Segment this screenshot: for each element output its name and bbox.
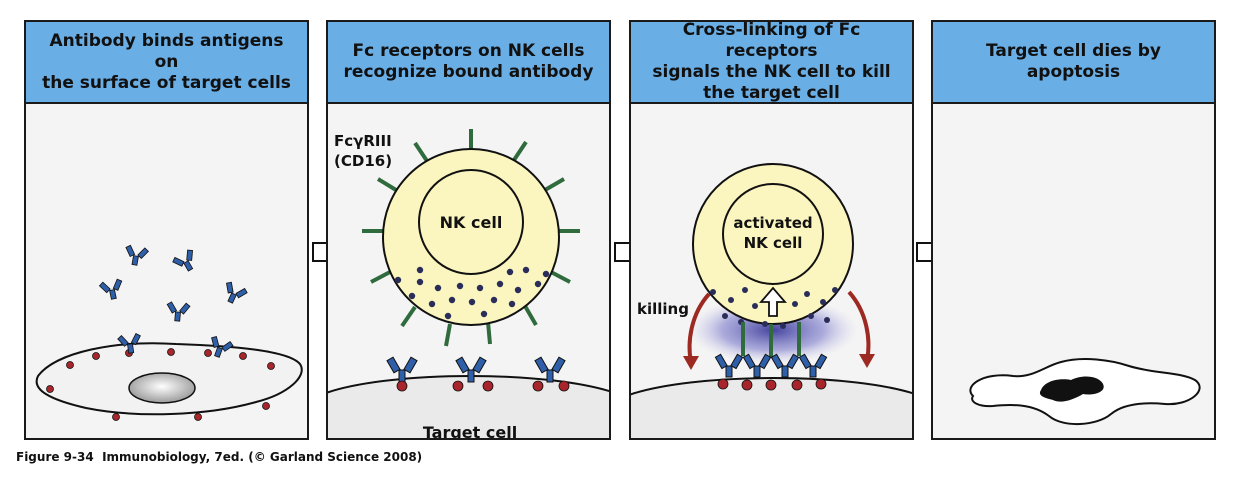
panel-3-title: Cross-linking of Fc receptors signals th…	[652, 20, 891, 103]
antigens	[717, 378, 827, 391]
panel-apoptosis: Target cell dies by apoptosis	[931, 20, 1216, 440]
panel-4-illustration	[969, 358, 1201, 426]
figure-caption: Figure 9-34 Immunobiology, 7ed. (© Garla…	[16, 450, 422, 464]
fc-receptors	[741, 322, 801, 358]
target-cell	[328, 375, 609, 438]
copyright: (© Garland Science 2008)	[248, 450, 423, 464]
activated-nk-nucleus	[722, 183, 824, 285]
nk-cell-label: NK cell	[440, 213, 503, 232]
receptor-label-fcgriii: FcγRIII	[334, 132, 392, 150]
target-cell-label: Target cell	[423, 423, 517, 440]
panel-antibody-binding: Antibody binds antigens on the surface o…	[24, 20, 309, 440]
fc-receptors	[362, 129, 580, 347]
panel-2-header: Fc receptors on NK cells recognize bound…	[328, 22, 609, 104]
panel-cross-linking: Cross-linking of Fc receptors signals th…	[629, 20, 914, 440]
panel-fc-receptors: Fc receptors on NK cells recognize bound…	[326, 20, 611, 440]
condensed-nucleus	[1039, 376, 1104, 402]
panel-4-header: Target cell dies by apoptosis	[933, 22, 1214, 104]
receptor-label-cd16: (CD16)	[334, 152, 392, 170]
activated-label-1: activated	[733, 214, 812, 232]
figure-number: Figure 9-34	[16, 450, 94, 464]
panel-1-header: Antibody binds antigens on the surface o…	[26, 22, 307, 104]
killing-label: killing	[637, 300, 689, 318]
book-title: Immunobiology, 7ed.	[102, 450, 245, 464]
activated-label-2: NK cell	[744, 234, 803, 252]
panel-1-illustration	[35, 244, 303, 421]
panel-2-illustration: Target cell NK cell	[328, 129, 609, 440]
antigens	[396, 380, 570, 392]
panel-4-title: Target cell dies by apoptosis	[986, 41, 1161, 82]
panel-2-title: Fc receptors on NK cells recognize bound…	[343, 41, 594, 82]
granules	[394, 266, 550, 320]
panel-3-header: Cross-linking of Fc receptors signals th…	[631, 22, 912, 104]
signal-arrow	[759, 286, 787, 317]
panel-1-title: Antibody binds antigens on the surface o…	[42, 30, 291, 93]
target-cell	[631, 377, 912, 438]
nucleus	[128, 372, 196, 404]
panel-3-illustration: activated NK cell	[631, 163, 912, 438]
nk-nucleus	[418, 169, 524, 275]
